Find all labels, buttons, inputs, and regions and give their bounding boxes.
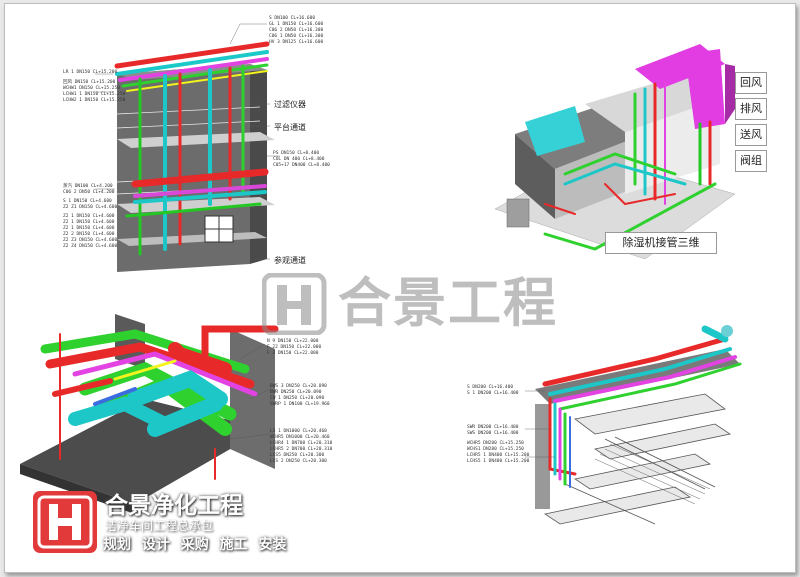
service-item: 施工 [219,537,248,553]
pipe-label: WCHW1 DN150 CL+15.250 [63,86,120,91]
legend-supply-air: 送风 [735,124,767,146]
pipe-label: BWS 3 DN250 CL+20.090 [270,384,327,389]
watermark: 合景工程 [260,272,590,336]
panel-building-piping: S DN100 CL+16.600 GL 1 DN150 CL+16.600 C… [5,4,405,279]
gallery-floor [20,399,265,504]
pipe-label: LCHS5 1 DN400 CL+15.200 [467,459,530,464]
gallery-top-labels: N 9 DN150 CL+22.000 F 22 DN150 CL+22.000… [267,339,321,357]
pipe-label: S DN100 CL+16.600 [269,16,316,21]
leader-lines [95,23,280,260]
pipe-label: C06 1 DN50 CL+16.300 [269,34,324,39]
pipe-label: LS 1 DN1000 CL+20.460 [270,429,327,434]
left-leader-labels: LR 1 DN150 CL+15.200 回风 DN150 CL+15.200 … [63,70,125,104]
pipe-label: F 22 DN150 CL+22.000 [267,345,322,350]
pipe-label: LCHW2 1 DN150 CL+15.250 [63,98,126,103]
panel-dehumidifier-piping: 回风 排风 送风 阀组 除湿机接管三维 [485,34,785,264]
pipe-label: S DN200 CL+16.400 [467,385,514,390]
gallery-pipes [40,325,279,480]
pipe-label: LCHR4 1 DN700 CL+20.310 [270,441,333,446]
pipe-label: SWRP 1 DN100 CL+19.960 [270,402,330,407]
pipe-label: GL 1 DN150 CL+16.600 [269,22,324,27]
pipe-label: PS DN150 CL+8.400 [273,151,320,156]
caption-dehumidifier-3d: 除湿机接管三维 [605,232,717,254]
service-item: 安装 [258,537,287,553]
vertical-risers [138,64,245,256]
pipe-label: LCS 2 DN250 CL+20.300 [270,459,327,464]
pipe-label: LCHR5 1 DN400 CL+15.200 [467,453,530,458]
cyan-duct [525,106,585,156]
platform-slab [117,132,275,148]
pipe-label: C06 2 DN50 CL+4.200 [63,190,115,195]
callout-visitor-passage: 参观通道 [271,254,309,267]
legend-return-air: 回风 [735,72,767,94]
pipe-label: Z2 2 DN150 CL+4.600 [63,232,115,237]
stair-rails [594,443,711,505]
company-tagline: 洁净车间工程总承包 [105,519,214,533]
callout-filter-equipment: 过滤仪器 [271,98,309,111]
building-piping-drawing [95,23,280,272]
leader-lines [525,390,555,458]
staircase [543,393,732,525]
gallery-mid-labels: BWS 3 DN250 CL+20.090 BWR DN250 CL+20.09… [270,384,330,408]
service-item: 规划 [103,537,131,553]
dehumidifier-pipes [543,81,717,251]
pipe-label: Z2 1 DN150 CL+4.600 [63,214,115,219]
pipe-label: LCHW1 1 DN150 CL+15.250 [63,92,126,97]
legend-exhaust-air: 排风 [735,98,767,120]
pipe-label: 回风 DN150 CL+15.200 [63,80,116,85]
pipe-label: LCHR5 2 DN700 CL+20.310 [270,447,333,452]
pipe-label: WCHR5 DN1000 CL+20.460 [270,435,330,440]
legend-valve-group: 阀组 [735,150,767,172]
pipe-label: LR 1 DN150 CL+15.200 [63,70,118,75]
service-item: 设计 [141,537,170,553]
service-list: 规划 设计 采购 施工 安装 [103,534,293,554]
company-logo-icon [33,491,97,553]
gallery-bottom-labels: LS 1 DN1000 CL+20.460 WCHR5 DN1000 CL+20… [270,429,332,465]
pipe-label: Z2 1 DN150 CL+4.600 [63,226,115,231]
pipe-label: WCHR5 DN280 CL+15.250 [467,441,524,446]
pipe-label: SWR DN200 CL+16.400 [467,425,519,430]
pipe-label: C06 2 DN50 CL+16.300 [269,28,324,33]
stair-top-labels: S DN200 CL+16.400 S 1 DN200 CL+16.400 [467,385,518,397]
pipe-label: Z2 Z1 DN150 CL+4.600 [63,205,118,210]
service-item: 采购 [180,537,209,553]
callout-platform-passage: 平台通道 [271,121,309,134]
watermark-logo-icon [262,273,327,335]
stair-pipes [542,325,742,488]
lower-leader-labels: 蒸汽 DN100 CL+4.200 C06 2 DN50 CL+4.200 S … [63,184,117,250]
watermark-text: 合景工程 [338,273,558,334]
mid-header-pipes [125,168,269,218]
fan-unit [506,198,530,228]
pipe-label: 蒸汽 DN100 CL+4.200 [63,184,113,189]
pipe-label: Z2 Z3 DN150 CL+4.600 [63,238,118,243]
panel-stair-piping: S DN200 CL+16.400 S 1 DN200 CL+16.400 SW… [455,309,785,569]
company-name: 合景净化工程 [105,493,243,519]
mid-leader-labels: PS DN150 CL+8.400 COL DN 400 CL+8.400 C0… [273,151,330,169]
pipe-label: Z2 Z4 DN150 CL+4.600 [63,244,118,249]
pipe-label: C05+17 DN400 CL+8.400 [273,163,330,168]
pipe-label: Z2 1 DN150 CL+4.600 [63,220,115,225]
dehumidifier-drawing [494,44,736,260]
pipe-label: F 3 DN150 CL+22.000 [267,351,319,356]
leader-lines [229,343,271,440]
figure-frame: S DN100 CL+16.600 GL 1 DN150 CL+16.600 C… [4,3,796,573]
pipe-gallery-drawing [20,314,279,514]
pipe-label: S 1 DN200 CL+16.400 [467,391,519,396]
pipe-label: WCHS1 DN280 CL+15.250 [467,447,524,452]
stair-piping-drawing [525,325,742,525]
pipe-label: HV 3 DN125 CL+16.600 [269,40,324,45]
panel-pipe-gallery: N 9 DN150 CL+22.000 F 22 DN150 CL+22.000… [15,309,395,569]
pipe-label: LCS5 DN250 CL+20.300 [270,453,325,458]
platform-slab [117,197,275,213]
pipe-label: CW 1 DN250 CL+20.090 [270,396,325,401]
pipe-label: COL DN 400 CL+8.400 [273,157,325,162]
top-leader-labels: S DN100 CL+16.600 GL 1 DN150 CL+16.600 C… [269,16,323,46]
pipe-label: BWR DN250 CL+20.090 [270,390,322,395]
building-wall-side [250,64,267,264]
pipe-label: S 1 DN150 CL+4.600 [63,199,112,204]
stair-mid-labels: SWR DN200 CL+16.400 SWS DN200 CL+16.400 … [467,425,529,465]
pipe-label: N 9 DN150 CL+22.000 [267,339,319,344]
pipe-label: SWS DN200 CL+16.400 [467,431,519,436]
